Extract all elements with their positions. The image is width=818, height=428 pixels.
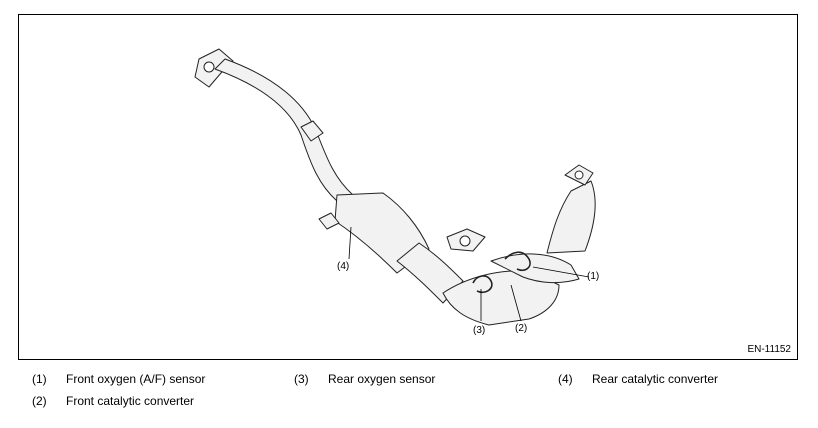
callout-1: (1)	[587, 271, 600, 282]
heat-shield	[490, 253, 580, 284]
legend-label: Front oxygen (A/F) sensor	[66, 372, 206, 386]
leader-4	[348, 226, 352, 260]
front-pipe	[214, 58, 354, 202]
legend-item-4: (4) Rear catalytic converter	[558, 372, 718, 386]
callout-2: (2)	[515, 323, 528, 334]
legend-label: Rear oxygen sensor	[328, 372, 436, 386]
connecting-pipe	[396, 242, 464, 304]
legend-number: (2)	[32, 394, 47, 408]
figure-frame: (1) (2) (3) (4) EN-11152	[18, 14, 798, 360]
rear-catalytic-converter-body	[334, 192, 430, 274]
legend-number: (1)	[32, 372, 47, 386]
pipe-bracket	[300, 120, 324, 142]
front-sensor-wire	[504, 251, 531, 272]
legend-number: (3)	[294, 372, 309, 386]
legend-item-3: (3) Rear oxygen sensor	[294, 372, 435, 386]
figure-id: EN-11152	[747, 344, 791, 355]
callout-3: (3)	[473, 325, 486, 336]
legend-label: Front catalytic converter	[66, 394, 195, 408]
legend-item-2: (2) Front catalytic converter	[32, 394, 194, 408]
callout-4: (4)	[337, 261, 350, 272]
legend-label: Rear catalytic converter	[592, 372, 719, 386]
manifold-branch-right	[546, 180, 596, 254]
legend-number: (4)	[558, 372, 573, 386]
rear-sensor-wire	[472, 275, 493, 294]
leader-1	[532, 266, 590, 278]
leader-2	[510, 284, 522, 322]
exhaust-assembly-illustration	[194, 48, 596, 326]
legend-item-1: (1) Front oxygen (A/F) sensor	[32, 372, 205, 386]
